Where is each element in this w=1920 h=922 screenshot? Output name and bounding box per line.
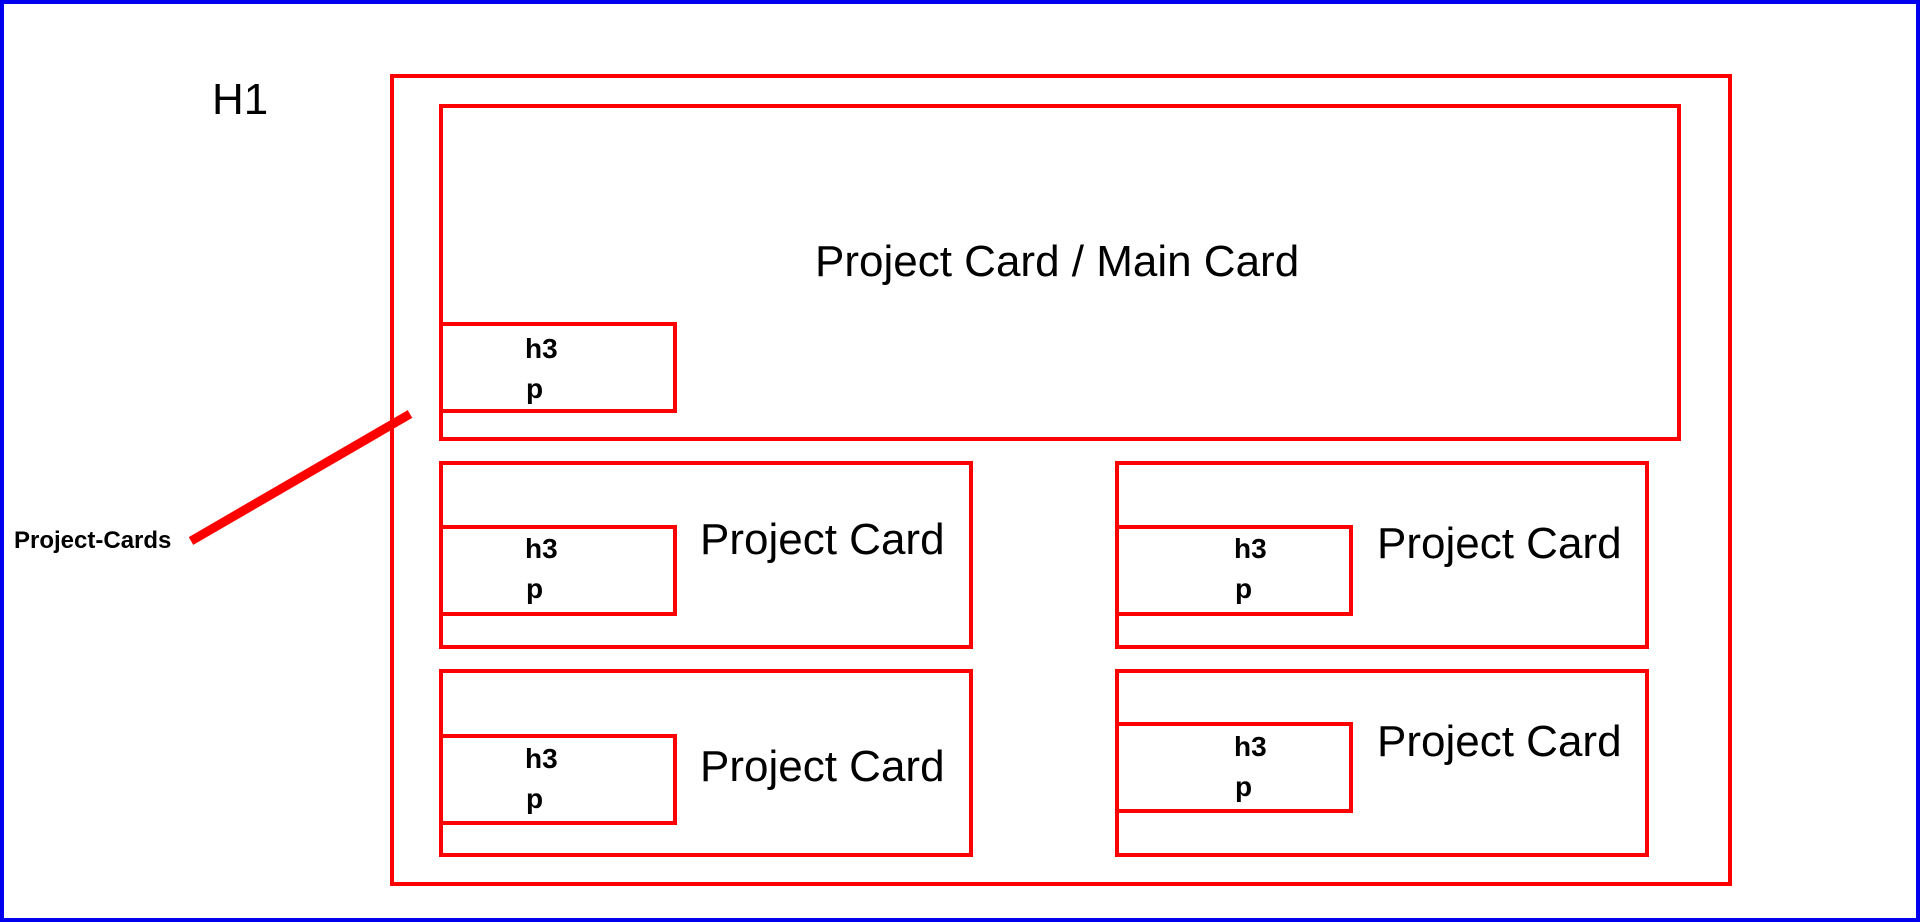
card-text-box <box>1115 525 1353 616</box>
card-p: p <box>1235 771 1253 802</box>
card-p: p <box>526 783 544 814</box>
card-p: p <box>1235 573 1253 604</box>
card-text-box <box>1115 722 1353 813</box>
main-card-h3: h3 <box>525 333 558 364</box>
h1-label: H1 <box>212 75 269 124</box>
card-text-box <box>439 734 677 825</box>
card-h3: h3 <box>525 743 558 774</box>
card-title: Project Card <box>1377 717 1622 766</box>
card-title: Project Card <box>700 515 945 564</box>
card-h3: h3 <box>1234 731 1267 762</box>
card-title: Project Card <box>700 742 945 791</box>
main-card-p: p <box>526 373 544 404</box>
main-card-title: Project Card / Main Card <box>815 237 1300 286</box>
main-card-text-box <box>439 322 677 413</box>
main-card <box>439 104 1681 441</box>
card-title: Project Card <box>1377 519 1622 568</box>
card-h3: h3 <box>525 533 558 564</box>
project-cards-label: Project-Cards <box>14 527 172 554</box>
card-text-box <box>439 525 677 616</box>
card-p: p <box>526 573 544 604</box>
card-h3: h3 <box>1234 533 1267 564</box>
